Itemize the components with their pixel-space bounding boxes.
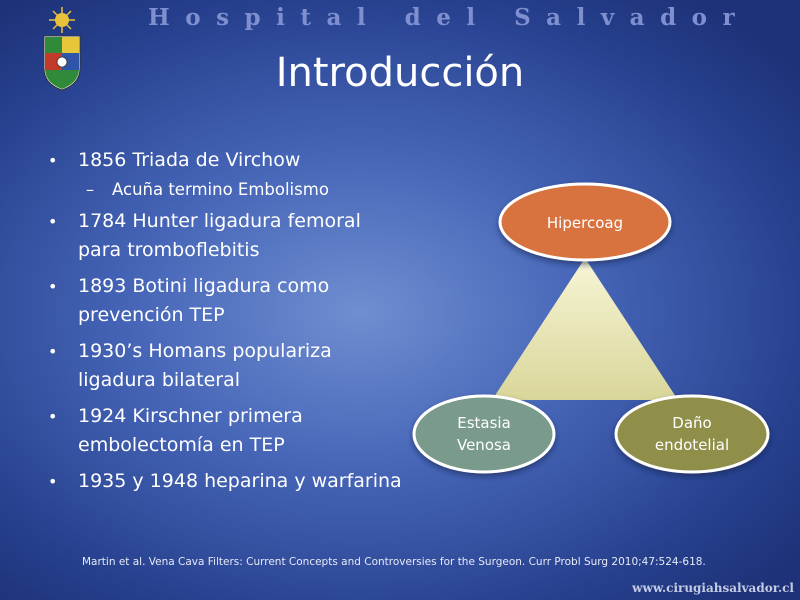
bullet-item: •1784 Hunter ligadura femoral para tromb… [44,207,404,265]
bullet-list: •1856 Triada de Virchow –Acuña termino E… [44,146,404,503]
node-dano-endotelial [614,394,770,474]
bullet-dot-icon: • [48,472,58,491]
node-hipercoag [498,182,672,262]
bullet-item: •1930’s Homans populariza ligadura bilat… [44,337,404,395]
node-estasia-venosa-shape [412,394,556,474]
website-url: www.cirugiahsalvador.cl [632,581,794,595]
node-dano-label-line1: Daño [672,414,711,432]
bullet-dot-icon: • [48,277,58,296]
citation-text: Martin et al. Vena Cava Filters: Current… [82,556,706,568]
bullet-item: •1856 Triada de Virchow [44,146,404,175]
virchow-triad-diagram: Hipercoag Estasia Venosa Daño endotelial [412,182,770,474]
university-shield-logo-icon [43,7,81,91]
hospital-header: Hospital del Salvador [148,4,751,31]
triad-triangle [492,258,678,400]
bullet-dot-icon: • [48,407,58,426]
node-hipercoag-shape [498,182,672,262]
bullet-dot-icon: • [48,342,58,361]
slide-title: Introducción [275,50,525,96]
node-estasia-label-line2: Venosa [457,436,511,454]
bullet-item: •1935 y 1948 heparina y warfarina [44,467,404,496]
node-dano-label-line2: endotelial [655,436,729,454]
node-estasia-label-line1: Estasia [457,414,511,432]
node-dano-endotelial-shape [614,394,770,474]
bullet-dot-icon: • [48,151,58,170]
bullet-item: •1893 Botini ligadura como prevención TE… [44,272,404,330]
node-estasia-venosa [412,394,556,474]
node-hipercoag-label: Hipercoag [547,214,623,232]
dash-icon: – [86,180,94,199]
sub-bullet-item: –Acuña termino Embolismo [44,177,404,203]
bullet-item: •1924 Kirschner primera embolectomía en … [44,402,404,460]
bullet-dot-icon: • [48,212,58,231]
